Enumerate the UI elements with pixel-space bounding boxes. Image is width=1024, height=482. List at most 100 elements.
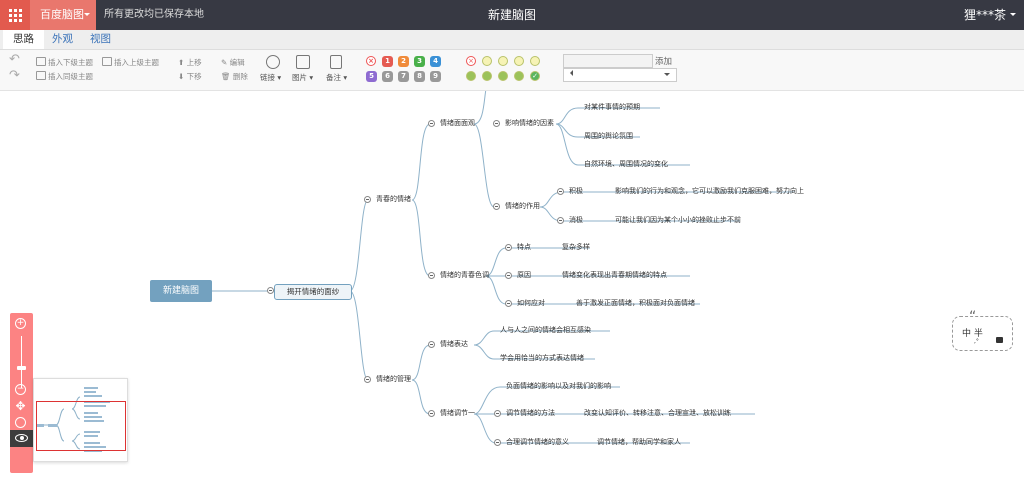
progress-5-icon[interactable]	[482, 71, 492, 81]
minimap[interactable]	[33, 378, 128, 462]
priority-9-icon[interactable]: 9	[430, 71, 441, 82]
topic-node[interactable]: 影响我们的行为和观念，它可以激励我们克服困难，努力向上	[615, 187, 804, 195]
collapse-toggle[interactable]	[428, 410, 435, 417]
collapse-toggle[interactable]	[428, 341, 435, 348]
priority-clear-icon[interactable]: ×	[366, 56, 376, 66]
progress-1-icon[interactable]	[498, 56, 508, 66]
topic-node[interactable]: 调节情绪，帮助同学和家人	[597, 438, 681, 446]
topic-node[interactable]: 学会用恰当的方式表达情绪	[500, 354, 584, 362]
tab-ideas[interactable]: 思路	[3, 30, 44, 49]
priority-4-icon[interactable]: 4	[430, 56, 441, 67]
eye-icon[interactable]	[10, 430, 33, 447]
topic-node[interactable]: 影响情绪的因素	[505, 119, 554, 127]
collapse-toggle[interactable]	[493, 203, 500, 210]
user-menu[interactable]: 狸***茶	[964, 0, 1016, 30]
progress-clear-icon[interactable]: ×	[466, 56, 476, 66]
root-node[interactable]: 新建脑图	[150, 280, 212, 302]
link-button[interactable]: 链接 ▾	[260, 73, 282, 82]
template-select[interactable]	[563, 68, 677, 82]
topic-node[interactable]: 特点	[517, 243, 531, 251]
priority-1-icon[interactable]: 1	[382, 56, 393, 67]
priority-5-icon[interactable]: 5	[366, 71, 377, 82]
progress-3-icon[interactable]	[530, 56, 540, 66]
topic-node[interactable]: 情绪调节一	[440, 409, 475, 417]
topic-node[interactable]: 人与人之间的情绪会相互感染	[500, 326, 591, 334]
priority-6-icon[interactable]: 6	[382, 71, 393, 82]
topic-node[interactable]: 情绪面面观	[440, 119, 475, 127]
main-topic-node[interactable]: 揭开情绪的面纱	[274, 284, 352, 300]
topic-node[interactable]: 对某件事情的预期	[584, 103, 640, 111]
topic-node[interactable]: 善于激发正面情绪，积极面对负面情绪	[576, 299, 695, 307]
zoom-slider-track[interactable]	[21, 336, 22, 388]
topic-node[interactable]: 调节情绪的方法	[506, 409, 555, 417]
topic-node[interactable]: 情绪变化表现出青春期情绪的特点	[562, 271, 667, 279]
collapse-toggle[interactable]	[364, 196, 371, 203]
insert-parent-button[interactable]: 插入上级主题	[102, 57, 159, 68]
undo-icon[interactable]: ↶	[9, 52, 20, 67]
priority-2-icon[interactable]: 2	[398, 56, 409, 67]
topic-node[interactable]: 情绪的作用	[505, 202, 540, 210]
zoom-slider-thumb[interactable]	[17, 366, 26, 370]
progress-6-icon[interactable]	[498, 71, 508, 81]
insert-child-button[interactable]: 插入下级主题	[36, 57, 93, 68]
locate-icon[interactable]	[15, 417, 26, 428]
topic-node[interactable]: 积极	[569, 187, 583, 195]
topic-node[interactable]: 可能让我们因为某个小小的挫败止步不前	[615, 216, 741, 224]
collapse-toggle[interactable]	[505, 300, 512, 307]
image-button[interactable]: 图片 ▾	[292, 73, 314, 82]
collapse-toggle[interactable]	[267, 287, 274, 294]
collapse-toggle[interactable]	[557, 217, 564, 224]
brand-menu-button[interactable]: 百度脑图	[30, 0, 96, 30]
edit-button[interactable]: ✎ 编辑	[221, 58, 245, 67]
progress-7-icon[interactable]	[514, 71, 524, 81]
topic-node[interactable]: 复杂多样	[562, 243, 590, 251]
progress-4-icon[interactable]	[466, 71, 476, 81]
ime-status-widget[interactable]: “ 中 半 ,°	[952, 309, 1013, 351]
collapse-toggle[interactable]	[428, 272, 435, 279]
template-input[interactable]	[563, 54, 653, 68]
topic-node[interactable]: 情绪的青春色调	[440, 271, 489, 279]
topic-node[interactable]: 自然环境、周围情况的变化	[584, 160, 668, 168]
topic-node[interactable]: 情绪的管理	[376, 375, 411, 383]
topic-node[interactable]: 改变认知评价、转移注意、合理宣泄、放松训练	[584, 409, 731, 417]
progress-done-icon[interactable]: ✓	[530, 71, 540, 81]
collapse-toggle[interactable]	[505, 244, 512, 251]
topic-node[interactable]: 情绪表达	[440, 340, 468, 348]
collapse-toggle[interactable]	[494, 439, 501, 446]
topic-node[interactable]: 原因	[517, 271, 531, 279]
collapse-toggle[interactable]	[364, 376, 371, 383]
collapse-toggle[interactable]	[505, 272, 512, 279]
insert-sibling-button[interactable]: 插入同级主题	[36, 71, 93, 82]
priority-8-icon[interactable]: 8	[414, 71, 425, 82]
zoom-in-icon[interactable]: +	[15, 318, 26, 329]
collapse-toggle[interactable]	[557, 188, 564, 195]
topic-node[interactable]: 消极	[569, 216, 583, 224]
tab-view[interactable]: 视图	[90, 33, 111, 45]
progress-2-icon[interactable]	[514, 56, 524, 66]
priority-3-icon[interactable]: 3	[414, 56, 425, 67]
topic-node[interactable]: 如何应对	[517, 299, 545, 307]
zoom-out-icon[interactable]: −	[15, 384, 26, 395]
insert-child-icon	[36, 57, 46, 66]
document-title[interactable]: 新建脑图	[487, 8, 536, 22]
note-button[interactable]: 备注 ▾	[326, 73, 348, 82]
minimap-viewport[interactable]	[36, 401, 126, 451]
topic-node[interactable]: 周围的舆论氛围	[584, 132, 633, 140]
priority-7-icon[interactable]: 7	[398, 71, 409, 82]
move-up-button[interactable]: ⬆ 上移	[178, 58, 202, 67]
topic-node[interactable]: 合理调节情绪的意义	[506, 438, 569, 446]
topic-node[interactable]: 负面情绪的影响以及对我们的影响	[506, 382, 611, 390]
redo-icon[interactable]: ↷	[9, 68, 20, 83]
move-down-button[interactable]: ⬇ 下移	[178, 72, 202, 81]
delete-button[interactable]: 🗑 删除	[221, 72, 248, 81]
mindmap-canvas[interactable]: 新建脑图 揭开情绪的面纱 青春的情绪 情绪面面观 影响情绪的因素 对某件事情的预…	[0, 91, 1024, 482]
collapse-toggle[interactable]	[428, 120, 435, 127]
tab-appearance[interactable]: 外观	[52, 33, 73, 45]
template-add-button[interactable]: 添加	[655, 57, 673, 67]
collapse-toggle[interactable]	[493, 120, 500, 127]
move-icon[interactable]: ✥	[15, 399, 26, 413]
topic-node[interactable]: 青春的情绪	[376, 195, 411, 203]
collapse-toggle[interactable]	[494, 410, 501, 417]
progress-0-icon[interactable]	[482, 56, 492, 66]
apps-grid-icon[interactable]	[0, 0, 30, 30]
